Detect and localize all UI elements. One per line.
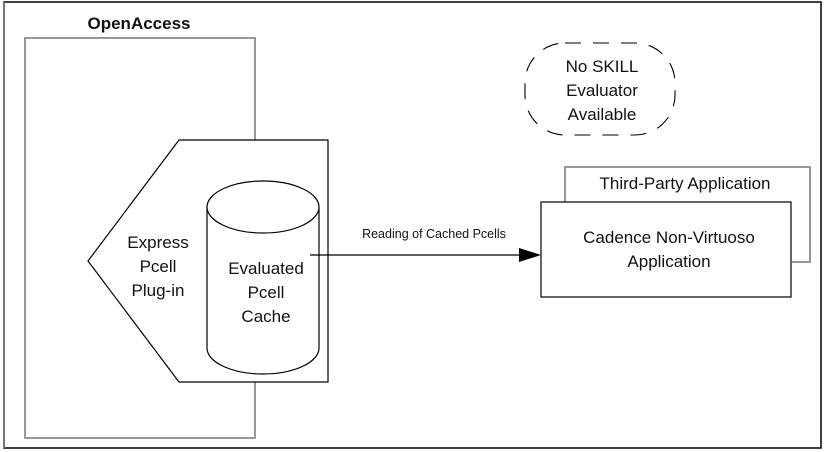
plugin-label-line-2: Pcell xyxy=(140,257,177,276)
openaccess-title: OpenAccess xyxy=(88,14,191,33)
cadence-non-virtuoso-application-box xyxy=(540,201,792,298)
no-skill-label: No SKILL Evaluator Available xyxy=(566,57,639,124)
cadence-app-label-line-2: Application xyxy=(627,252,710,271)
evaluated-pcell-cache-cylinder xyxy=(206,180,320,375)
cadence-app-label-line-1: Cadence Non-Virtuoso xyxy=(583,228,755,247)
express-pcell-plugin-label: Express Pcell Plug-in xyxy=(127,233,188,300)
cache-label-line-2: Pcell xyxy=(248,283,285,302)
plugin-label-line-1: Express xyxy=(127,233,188,252)
cache-label-line-3: Cache xyxy=(241,307,290,326)
cylinder-body xyxy=(206,207,320,375)
cache-label-line-1: Evaluated xyxy=(228,259,304,278)
no-skill-line-1: No SKILL xyxy=(566,57,639,76)
reading-arrow-head xyxy=(519,248,541,262)
cache-label: Evaluated Pcell Cache xyxy=(228,259,304,326)
reading-arrow-label: Reading of Cached Pcells xyxy=(362,227,506,241)
plugin-label-line-3: Plug-in xyxy=(132,281,185,300)
no-skill-line-2: Evaluator xyxy=(566,81,638,100)
third-party-application-box xyxy=(564,166,811,263)
no-skill-line-3: Available xyxy=(568,105,637,124)
third-party-application-label: Third-Party Application xyxy=(599,174,770,193)
no-skill-evaluator-box xyxy=(524,42,676,136)
cylinder-top xyxy=(206,180,320,234)
